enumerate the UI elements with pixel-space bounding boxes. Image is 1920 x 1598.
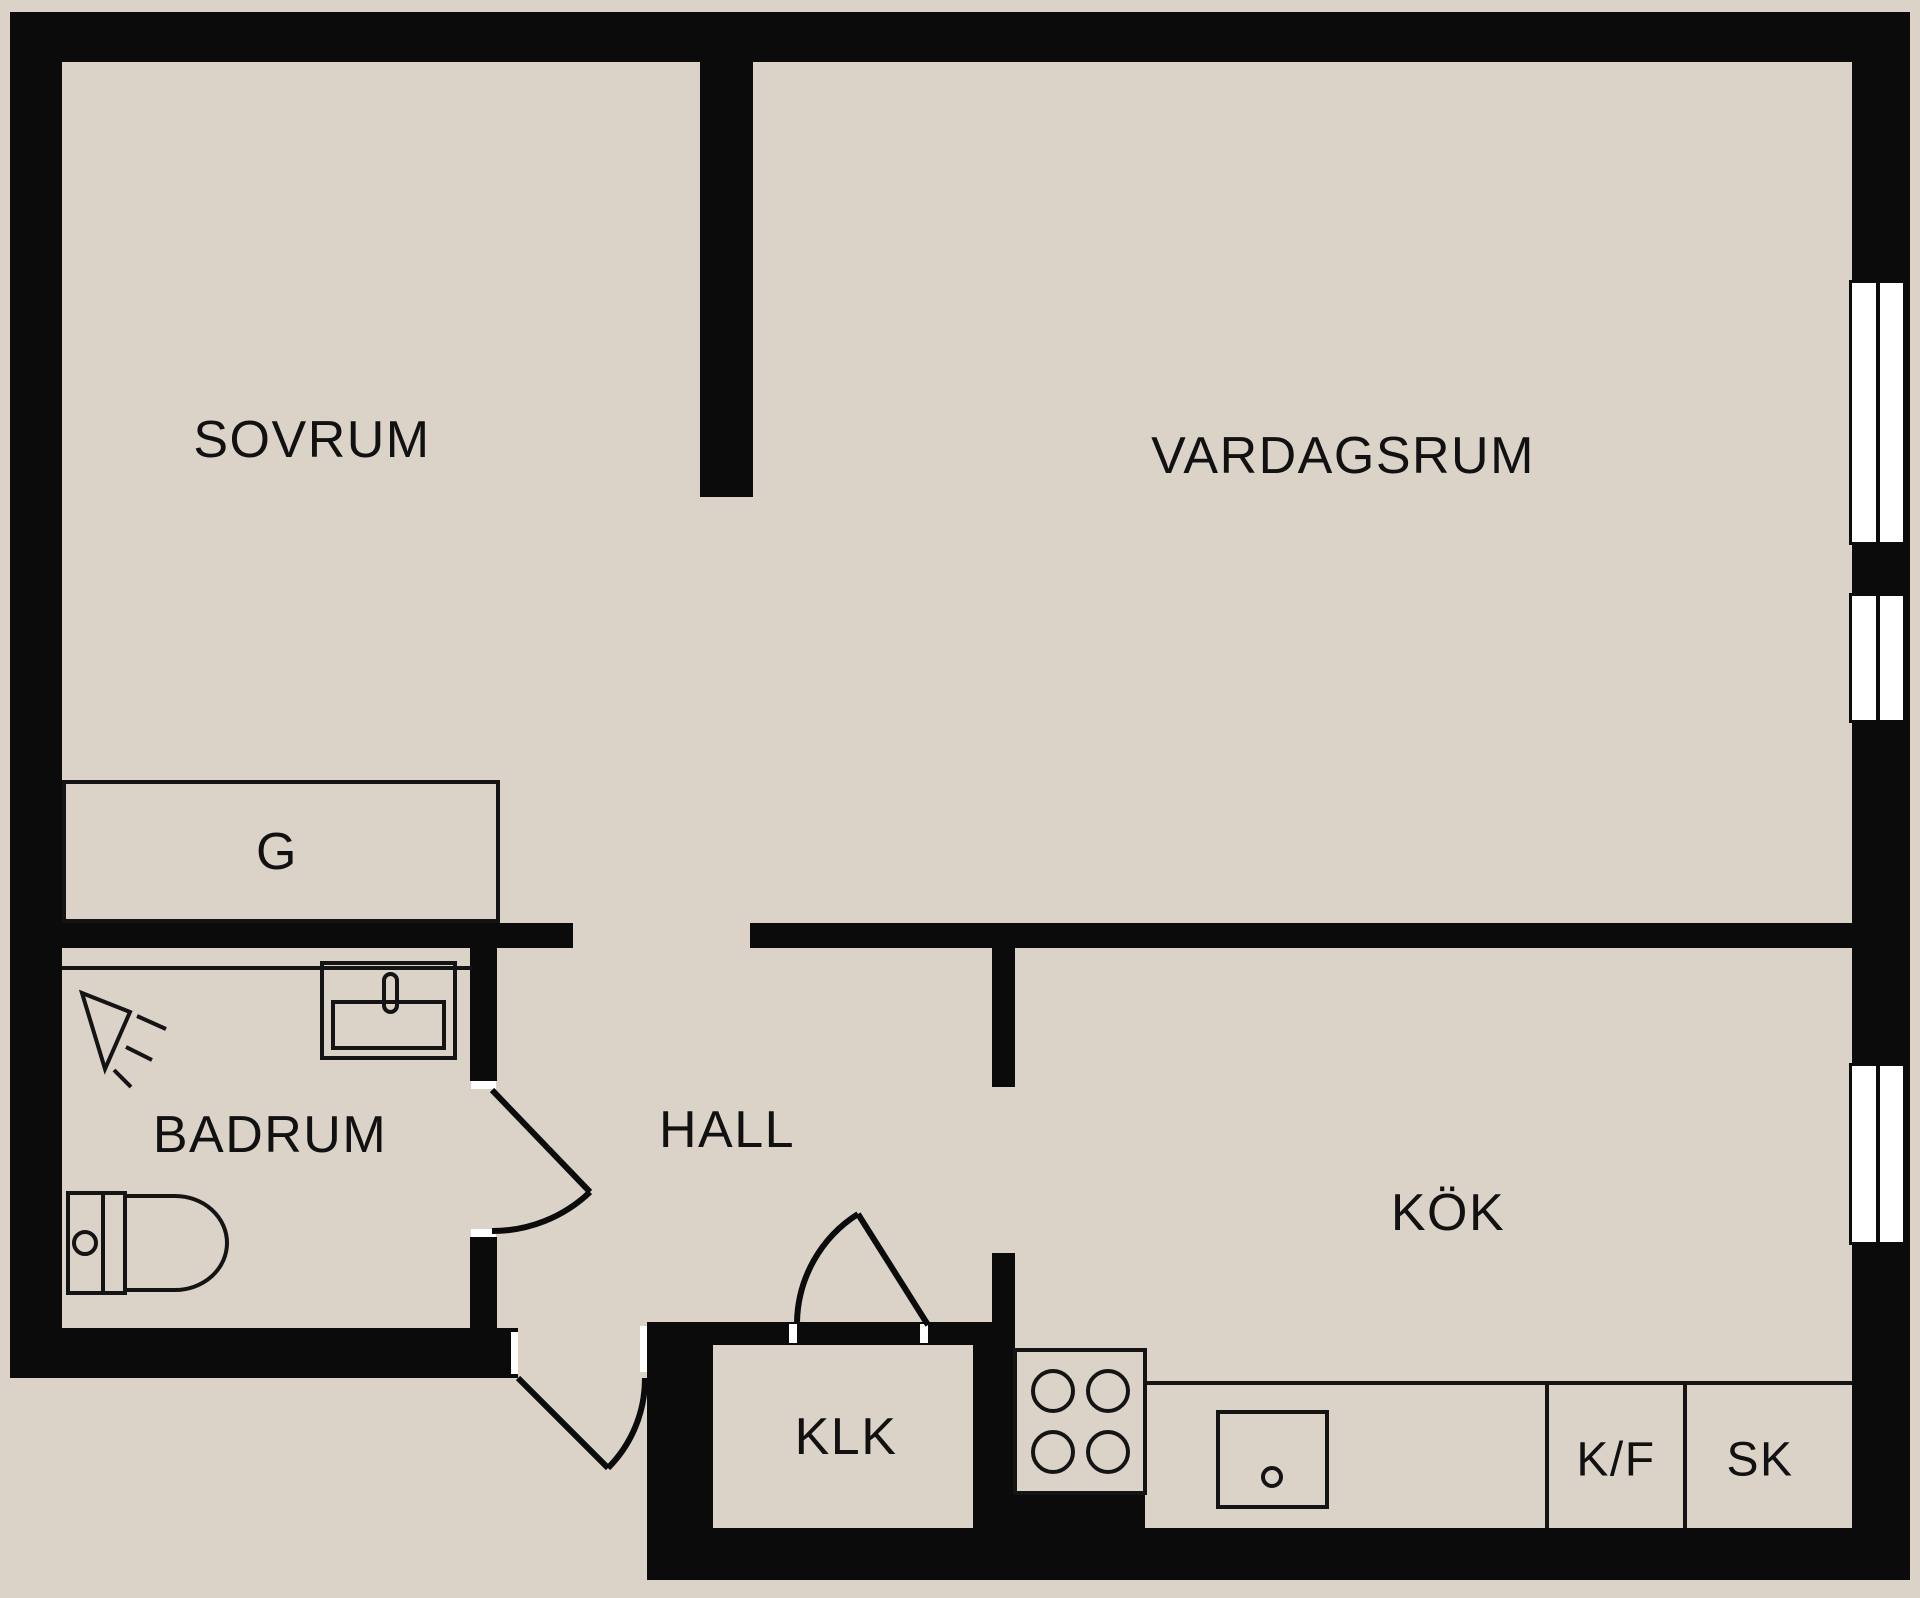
- kitchen-counter-divider: [1683, 1385, 1687, 1528]
- window-symbol: [1849, 280, 1906, 545]
- wall-klk-right: [973, 1345, 1015, 1530]
- cabinet-label: SK: [1726, 1433, 1794, 1487]
- room-label-sovrum: SOVRUM: [193, 411, 431, 469]
- wall-sovrum-vardagsrum: [700, 62, 753, 497]
- window-mullion: [1875, 1066, 1880, 1242]
- stove-icon: [1013, 1348, 1147, 1495]
- toilet-icon: [66, 1191, 229, 1295]
- washbasin-icon: [320, 961, 457, 1060]
- kitchen-counter-divider: [1545, 1385, 1549, 1528]
- shower-icon: [78, 989, 167, 1089]
- door-jamb: [471, 1229, 496, 1237]
- door-jamb: [511, 1332, 518, 1374]
- door-swing-entrance: [515, 1375, 649, 1471]
- door-jamb: [471, 1081, 496, 1089]
- fridge-freezer-label: K/F: [1576, 1433, 1656, 1487]
- door-jamb: [789, 1324, 797, 1343]
- window-symbol: [1849, 593, 1906, 723]
- badrum-inner-line: [62, 966, 472, 970]
- wall-bottom: [647, 1528, 1910, 1580]
- wardrobe-label: G: [256, 823, 298, 881]
- wall-kok-upper: [992, 948, 1015, 1087]
- wall-right: [1852, 12, 1910, 1580]
- room-label-hall: HALL: [658, 1101, 796, 1159]
- room-label-badrum: BADRUM: [152, 1106, 388, 1164]
- wall-badrum-upper: [470, 948, 497, 1081]
- window-mullion: [1875, 596, 1880, 720]
- room-label-vardagsrum: VARDAGSRUM: [1151, 427, 1535, 485]
- room-label-kok: KÖK: [1390, 1184, 1506, 1242]
- door-jamb: [920, 1324, 928, 1343]
- door-swing-klk: [794, 1211, 931, 1327]
- window-symbol: [1849, 1063, 1906, 1245]
- kitchen-counter-edge: [1145, 1381, 1852, 1385]
- wall-top: [10, 12, 1910, 62]
- room-label-klk: KLK: [794, 1408, 898, 1466]
- wall-divider-left: [10, 923, 573, 948]
- wardrobe-outline: [62, 780, 500, 923]
- wall-left: [10, 12, 62, 1378]
- window-mullion: [1875, 283, 1880, 542]
- door-jamb: [640, 1326, 647, 1372]
- stove-base: [1015, 1493, 1145, 1528]
- door-swing-badrum: [489, 1087, 593, 1235]
- wall-bottom-left: [10, 1328, 518, 1378]
- wall-divider-right: [750, 923, 1852, 948]
- kitchen-sink-icon: [1216, 1410, 1329, 1509]
